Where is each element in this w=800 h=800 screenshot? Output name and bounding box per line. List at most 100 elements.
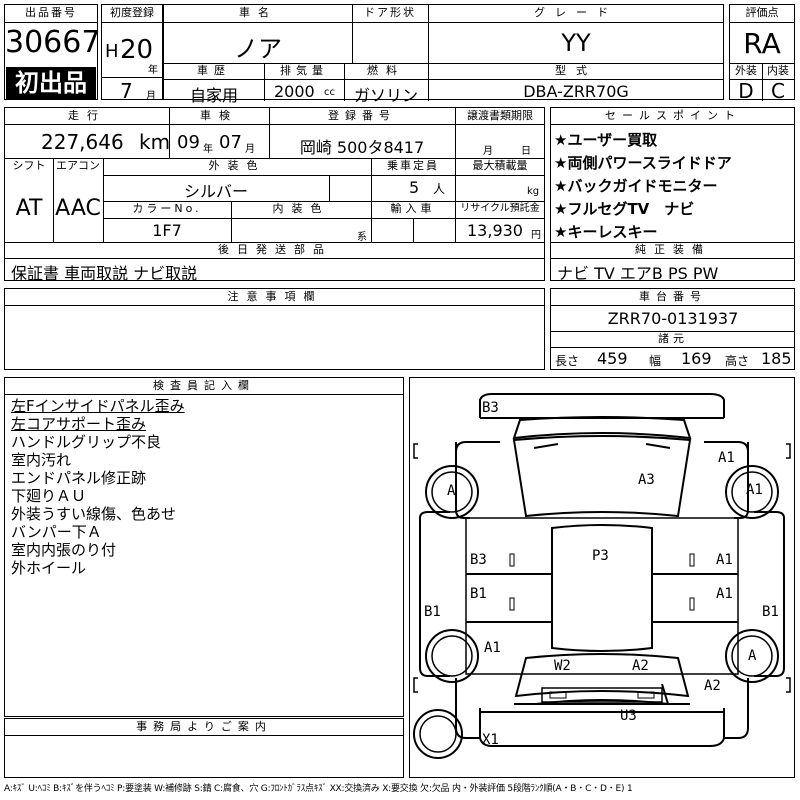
sales-point-5: ★キーレスキー	[554, 223, 658, 241]
int-color-label: 内装色	[272, 202, 330, 215]
mark-a2: A2	[632, 658, 649, 674]
equipment-label: 純正装備	[635, 243, 711, 256]
color-no: 1F7	[152, 221, 182, 240]
equipment-value: ナビ TV エアB PS PW	[557, 264, 719, 283]
load-label: 最大積載量	[472, 159, 528, 172]
docs-value: 保証書 車両取説 ナビ取説	[11, 264, 198, 283]
inspector-item-4: 室内汚れ	[11, 451, 72, 469]
mark-a3-center: A3	[638, 472, 655, 488]
notes-label: 注意事項欄	[227, 290, 323, 303]
month-unit: 月	[146, 91, 156, 102]
mark-x1: X1	[482, 732, 499, 748]
dims-label: 諸元	[658, 332, 688, 345]
mark-a1-top-right: A1	[718, 450, 735, 466]
mileage-unit: km	[139, 130, 171, 154]
inspection-month: 07	[219, 132, 242, 153]
height-label: 高さ	[725, 354, 750, 368]
inspector-item-8: バンパー下Ａ	[11, 523, 102, 541]
inspector-item-7: 外装うすい線傷、色あせ	[11, 505, 177, 523]
mark-a-right-lower: A	[748, 648, 757, 664]
length-label: 長さ	[555, 354, 580, 368]
fuel: ガソリン	[353, 86, 418, 105]
inspector-label: 検査員記入欄	[153, 379, 255, 392]
recycle-label: リサイクル預託金	[460, 203, 540, 214]
mark-p3: P3	[592, 548, 609, 564]
damage-diagram: B3 A1 A A3 A1 B3 P3 A1 B1 A1 B1 B1 A1 W2…	[409, 377, 795, 778]
mark-a-left-top: A	[447, 483, 456, 499]
ext-color: シルバー	[183, 182, 248, 201]
shift: AT	[15, 196, 43, 221]
width: 169	[681, 349, 712, 368]
mark-b1-left-outer: B1	[424, 604, 441, 620]
chassis-box: 車台番号 ZRR70-0131937 諸元 長さ 459 幅 169 高さ 18…	[550, 288, 795, 370]
capacity-label: 乗車定員	[387, 159, 439, 172]
era: H	[105, 41, 119, 62]
mark-b3-left: B3	[470, 552, 487, 568]
ext-color-label: 外装色	[208, 159, 266, 172]
capacity: 5	[409, 178, 420, 197]
int-color-unit: 系	[357, 232, 367, 243]
displacement-unit: cc	[324, 87, 335, 98]
mark-a1-left-lower: A1	[484, 640, 501, 656]
car-name: ノア	[234, 35, 282, 63]
inspector-item-5: エンドパネル修正跡	[11, 469, 147, 487]
displacement: 2000	[274, 82, 315, 101]
ext-grade: D	[738, 79, 754, 103]
color-no-label: カラーNo.	[132, 202, 202, 215]
import-label: 輸入車	[390, 202, 436, 215]
history: 自家用	[189, 86, 238, 105]
year-unit: 年	[148, 65, 158, 76]
plate-number: 岡崎 500タ8417	[299, 138, 425, 157]
mark-a1-right-mid: A1	[716, 552, 733, 568]
sales-points-label: セールスポイント	[605, 109, 741, 122]
registration-year: 20	[120, 35, 154, 65]
inspection-label: 車検	[200, 109, 238, 122]
mark-a2-bottom-right: A2	[704, 678, 721, 694]
vehicle-info-box: 車名 ドア形状 グレード ノア YY 車歴 排気量 燃料 型式 自家用 2000…	[163, 4, 724, 105]
recycle-fee: 13,930	[467, 221, 523, 240]
mark-w2: W2	[554, 658, 571, 674]
score-label: 評価点	[745, 6, 779, 19]
displacement-label: 排気量	[280, 64, 328, 77]
mark-b1-left: B1	[470, 586, 487, 602]
inspection-year: 09	[177, 132, 200, 153]
inspector-item-10: 外ホイール	[11, 559, 87, 577]
first-registration-label: 初度登録	[110, 6, 154, 19]
sales-points-box: セールスポイント ★ユーザー買取 ★両側パワースライドドア ★バックガイドモニタ…	[550, 107, 795, 283]
ac: AAC	[55, 196, 101, 221]
car-outline-diagram	[413, 393, 791, 759]
car-name-label: 車名	[239, 6, 277, 19]
lot-number: 30667	[5, 25, 101, 60]
length: 459	[597, 349, 628, 368]
int-grade: C	[771, 79, 785, 103]
sales-point-4: ★フルセグTV ナビ	[554, 200, 695, 218]
lot-number-label: 出品番号	[25, 6, 77, 19]
sales-point-2: ★両側パワースライドドア	[554, 154, 732, 172]
mark-a1-right-lower: A1	[716, 586, 733, 602]
inspector-item-2: 左コアサポート歪み	[11, 415, 147, 433]
score-box: 評価点 RA 外装 内装 D C	[729, 4, 795, 103]
inspector-item-1: 左Fインサイドパネル歪み	[11, 397, 185, 415]
width-label: 幅	[649, 354, 662, 368]
mark-b3-top: B3	[482, 400, 499, 416]
grade: YY	[561, 29, 591, 57]
mark-b1-right-outer: B1	[762, 604, 779, 620]
int-grade-label: 内装	[767, 64, 789, 77]
height: 185	[761, 349, 792, 368]
grade-label: グレード	[534, 6, 618, 19]
chassis-label: 車台番号	[639, 290, 707, 303]
plate-label: 登録番号	[328, 109, 396, 122]
fuel-label: 燃料	[367, 64, 405, 77]
first-listing-badge: 初出品	[6, 67, 96, 99]
transfer-month: 月	[483, 146, 493, 157]
lot-number-box: 出品番号 30667 初出品	[4, 4, 101, 100]
inspector-item-6: 下廻りＡＵ	[11, 487, 87, 505]
chassis-number: ZRR70-0131937	[607, 309, 739, 328]
transfer-label: 譲渡書類期限	[467, 109, 533, 122]
sales-point-3: ★バックガイドモニター	[554, 177, 718, 195]
load-unit: kg	[527, 186, 540, 197]
inspection-year-unit: 年	[203, 144, 213, 155]
transfer-day: 日	[521, 146, 531, 157]
inspector-box: 検査員記入欄 左Fインサイドパネル歪み 左コアサポート歪み ハンドルグリップ不良…	[4, 377, 404, 717]
first-registration-box: 初度登録 H 20 年 7 月	[101, 4, 163, 103]
